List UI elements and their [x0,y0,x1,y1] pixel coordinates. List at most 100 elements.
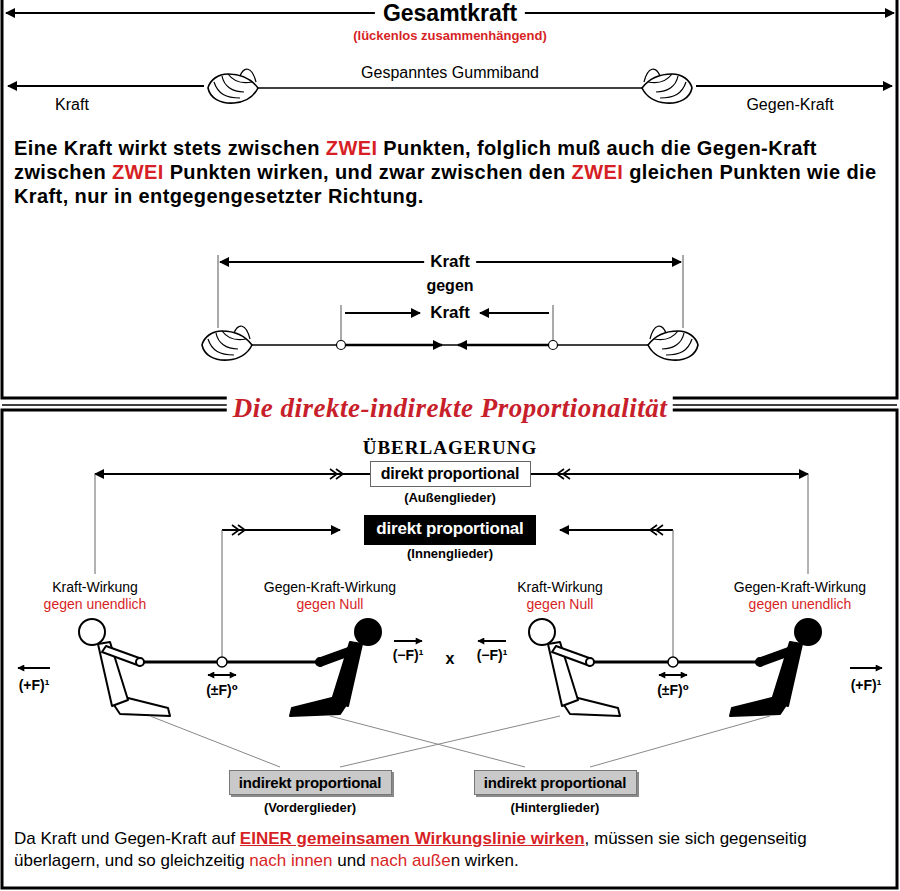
label: (Außenglieder) [404,490,496,505]
label-text: n wirken. [451,851,519,870]
leader-line [341,305,342,340]
label-text: (+F)¹ [19,677,50,693]
label: Gegen-Kraft [746,96,833,114]
leader-line [673,530,674,657]
label-text: x [446,650,455,667]
label-text: (±F)⁰ [657,682,689,698]
leader-line [218,255,219,328]
label-text: Gegen-Kraft-Wirkung [734,579,866,595]
proportion-box: direkt proportional [364,515,536,545]
paragraph: Da Kraft und Gegen-Kraft auf EINER gemei… [14,828,886,872]
label-text: ZWEI [572,161,624,183]
leader-line [330,716,525,767]
proportion-box: indirekt proportional [474,770,637,795]
label-text: und [333,851,371,870]
point [549,341,558,350]
label: Kraft-Wirkung [517,579,603,595]
label: Kraft [430,303,470,323]
label-text: Kraft-Wirkung [517,579,603,595]
leader-line [222,530,223,657]
label-text: Da Kraft und Gegen-Kraft auf [14,829,240,848]
label-text: gegen Null [297,596,364,612]
label: gegen Null [527,596,594,612]
force-arrow [659,674,687,676]
label-text: Gegen-Kraft-Wirkung [264,579,396,595]
force-arrow [480,312,549,314]
label-text: Eine Kraft wirkt stets zwischen [14,137,326,159]
proportion-box: indirekt proportional [229,770,392,795]
label: Gegen-Kraft-Wirkung [264,579,396,595]
label-text: nach auße [370,851,450,870]
label-text: Kraft [430,303,470,322]
rubber-band [258,87,642,89]
hand [648,326,698,360]
point [337,341,346,350]
label: Kraft [55,96,89,114]
label-text: (Innenglieder) [407,546,493,561]
label: Kraft [424,252,476,272]
label: (Hinterglieder) [511,800,600,815]
leader-line [340,716,560,767]
label: Gespanntes Gummiband [361,64,539,82]
person-figure [529,619,620,716]
label: Gegen-Kraft-Wirkung [734,579,866,595]
label-text: ZWEI [112,161,164,183]
label: (±F)⁰ [657,682,689,698]
label-text: Gegen-Kraft [746,96,833,113]
label-text: (−F)¹ [393,647,424,663]
label-text: (lückenlos zusammenhängend) [353,28,547,43]
label-text: Kraft-Wirkung [52,579,138,595]
paragraph: Eine Kraft wirkt stets zwischen ZWEI Pun… [14,136,886,208]
label: gegen unendlich [44,596,147,612]
label-text: ZWEI [326,137,378,159]
label-text: gegen Null [527,596,594,612]
label-text: (Außenglieder) [404,490,496,505]
force-arrow [458,344,549,347]
label-text: (−F)¹ [477,647,508,663]
label-text: EINER gemeinsamen Wirkungslinie wirken [240,829,585,848]
label-text: Kraft [55,96,89,113]
panel-frame [2,0,897,398]
force-arrow [696,85,892,87]
label: ÜBERLAGERUNG [363,437,538,459]
title: Gesamtkraft [375,0,525,27]
label: x [446,650,455,668]
label: gegen [426,277,473,295]
label-text: gegen unendlich [749,596,852,612]
label: Die direkte-indirekte Proportionalität [227,393,673,424]
label-text: (±F)⁰ [206,682,238,698]
force-arrow [850,667,882,669]
person-figure [79,619,170,716]
force-arrow [478,640,506,642]
label: Kraft-Wirkung [52,579,138,595]
label: (+F)¹ [851,677,882,693]
leader-line [150,716,280,767]
person-figure [730,619,821,716]
point [668,657,678,667]
label-text: (Hinterglieder) [511,800,600,815]
person-figure [290,619,381,716]
force-arrow [8,85,204,87]
label: (±F)⁰ [206,682,238,698]
label-text: Gespanntes Gummiband [361,64,539,81]
proportion-box: direkt proportional [370,461,531,487]
point [217,657,227,667]
leader-line [683,255,684,328]
force-arrow [345,312,420,314]
force-arrow [18,667,50,669]
force-arrow [394,640,422,642]
label-text: gegen [426,277,473,294]
label: (lückenlos zusammenhängend) [353,28,547,43]
hand [208,69,258,103]
leader-line [95,474,96,574]
label: (−F)¹ [477,647,508,663]
hand [642,69,692,103]
label-text: (Vorderglieder) [264,800,356,815]
label-text: nach innen [249,851,332,870]
label: (Vorderglieder) [264,800,356,815]
rope [140,661,320,664]
force-arrow [208,674,236,676]
